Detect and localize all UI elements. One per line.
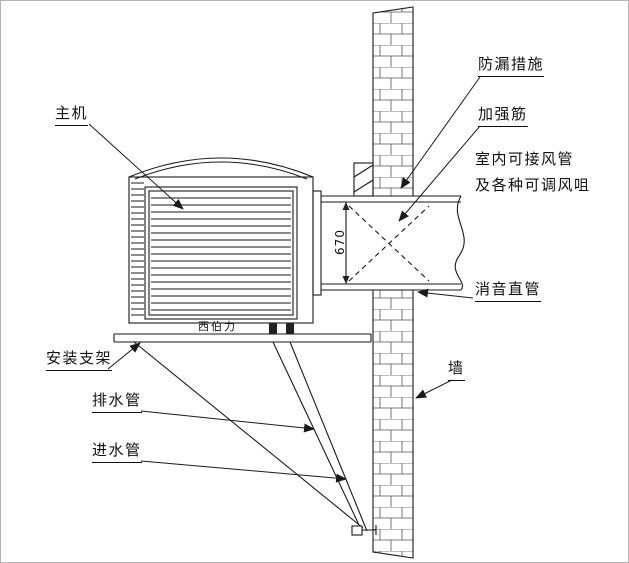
wall-upper-section <box>372 6 414 197</box>
leader-reinforcing-rib <box>398 125 481 222</box>
label-drain-pipe: 排水管 <box>92 391 142 413</box>
leader-mounting-bracket <box>107 342 141 370</box>
leader-leak-proof <box>400 76 481 189</box>
label-indoor-duct-note-line2: 及各种可调风咀 <box>475 176 591 194</box>
leakproof-flashing <box>353 162 374 197</box>
label-silencer-pipe: 消音直管 <box>475 280 542 302</box>
main-unit-body <box>128 176 314 324</box>
leader-main-unit <box>88 123 184 210</box>
bracket-plate <box>113 333 372 343</box>
louver-slats <box>151 197 291 311</box>
louver-frame-inner <box>148 190 294 316</box>
bolt-left <box>269 323 277 334</box>
dimension-670-text: 670 <box>333 229 347 255</box>
side-fins <box>131 182 144 316</box>
duct-walls <box>321 195 461 291</box>
pipe-fitting <box>351 525 363 536</box>
label-water-inlet-pipe: 进水管 <box>92 441 142 463</box>
label-mounting-bracket: 安装支架 <box>46 349 113 371</box>
bolt-right <box>286 323 294 334</box>
support-brace-line <box>133 341 364 529</box>
label-reinforcing-rib: 加强筋 <box>478 105 528 127</box>
louver-frame-outer <box>144 186 298 320</box>
pipe-fitting-lines <box>362 525 377 535</box>
wall-lower-section <box>372 289 414 559</box>
inlet-pipe-line <box>289 341 368 532</box>
flashing-hatch <box>353 164 374 193</box>
duct-flange <box>312 190 322 296</box>
dim-arrow-top <box>342 202 350 210</box>
leader-wall <box>415 379 453 399</box>
label-main-unit: 主机 <box>55 104 89 126</box>
label-indoor-duct-note-line1: 室内可接风管 <box>475 150 575 168</box>
brand-text: 西伯力 <box>198 320 237 333</box>
dim-arrow-bottom <box>342 276 350 284</box>
label-leak-proof: 防漏措施 <box>478 55 545 77</box>
duct-break-line <box>454 195 465 291</box>
drain-pipe-line <box>272 341 360 526</box>
nozzle-dashed-lines <box>348 205 430 282</box>
leader-inlet-pipe <box>140 460 347 483</box>
leader-drain-pipe <box>140 410 315 433</box>
main-unit-top-arc <box>128 157 314 180</box>
label-wall: 墙 <box>448 359 465 381</box>
leader-silencer-pipe <box>417 288 474 299</box>
